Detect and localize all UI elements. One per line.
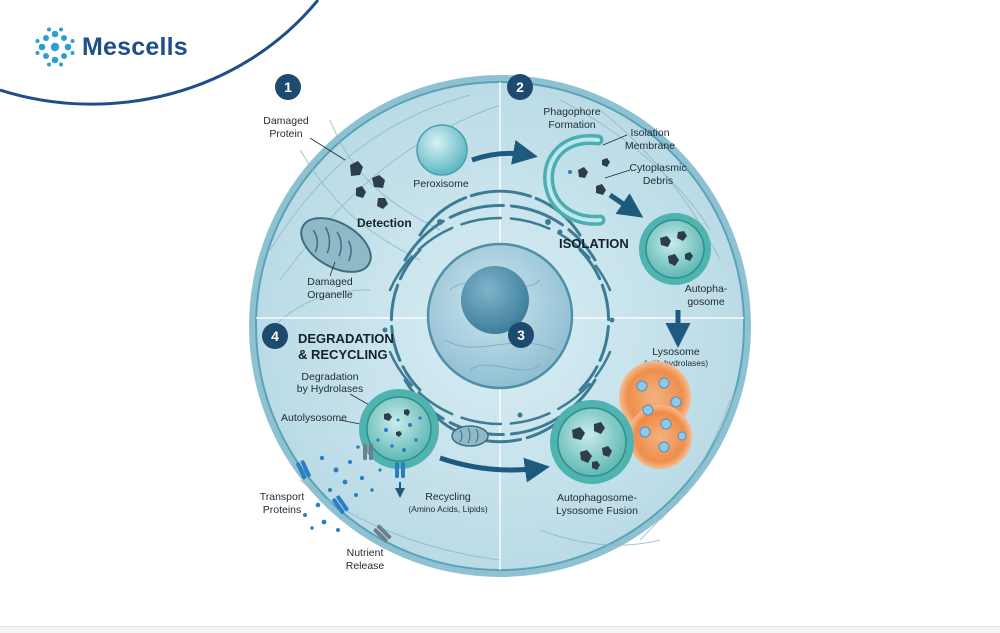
cell-cluster-icon: [35, 27, 75, 67]
label-recycling-note: (Amino Acids, Lipids): [408, 504, 488, 514]
step-badge-2: 2: [507, 74, 533, 100]
label-isolation-membrane-1: Isolation: [630, 127, 669, 139]
lysosome-glow: [619, 361, 692, 469]
autolysosome: [359, 389, 439, 469]
leader-line-damaged-protein: [309, 137, 346, 161]
damaged-mitochondrion: [300, 217, 372, 273]
label-phagophore-formation-2: Formation: [548, 119, 595, 131]
arrow-detection-to-isolation: [471, 140, 538, 165]
label-fusion-1: Autophagosome-: [557, 492, 637, 504]
step-badge-4: 4: [262, 323, 288, 349]
svg-text:3: 3: [517, 327, 525, 343]
leader-line-damaged-organelle: [329, 261, 336, 277]
label-autophagosome-2: gosome: [687, 296, 725, 308]
label-transport-proteins-1: Transport: [260, 491, 305, 503]
title-degradation-2: & RECYCLING: [298, 347, 388, 362]
leader-line-cytoplasmic-debris: [604, 169, 631, 179]
arrow-autolysosome-to-fusion: [439, 455, 550, 483]
transport-proteins: [296, 444, 405, 543]
title-degradation-1: DEGRADATION: [298, 331, 394, 346]
label-autophagosome-1: Autopha-: [685, 283, 728, 295]
nucleolus: [461, 266, 529, 334]
svg-text:2: 2: [516, 79, 524, 95]
label-damaged-organelle-2: Organelle: [307, 289, 353, 301]
ribosome-dots: [382, 219, 615, 418]
label-fusion-2: Lysosome Fusion: [556, 505, 638, 517]
arrow-phagophore-to-autophagosome: [608, 192, 644, 218]
label-lysosome: Lysosome: [652, 346, 700, 358]
label-lysosome-note: (with hydrolases): [644, 358, 708, 368]
leader-line-isolation-membrane: [602, 134, 628, 146]
mitochondrion-small: [451, 425, 489, 447]
label-phagophore-formation-1: Phagophore: [543, 106, 600, 118]
label-damaged-organelle-1: Damaged: [307, 276, 353, 288]
step-badge-1: 1: [275, 74, 301, 100]
label-cytoplasmic-debris-1: Cytoplasmic: [629, 162, 686, 174]
svg-text:1: 1: [284, 79, 292, 95]
label-peroxisome: Peroxisome: [413, 178, 469, 190]
cytoskeleton-fibers: [269, 94, 741, 561]
lysosome-hydrolases: [636, 377, 687, 453]
label-nutrient-release-2: Release: [346, 560, 385, 572]
cytoplasmic-debris: [578, 158, 610, 195]
title-isolation: ISOLATION: [559, 236, 629, 251]
label-nutrient-release-1: Nutrient: [347, 547, 384, 559]
nutrient-particles: [303, 445, 382, 532]
label-isolation-membrane-2: Membrane: [625, 140, 675, 152]
label-autolysosome: Autolysosome: [281, 412, 347, 424]
fusing-autophagosome: [550, 400, 634, 484]
label-cytoplasmic-debris-2: Debris: [643, 175, 673, 187]
label-damaged-protein-1: Damaged: [263, 115, 309, 127]
label-damaged-protein-2: Protein: [269, 128, 302, 140]
peroxisome: [416, 124, 468, 176]
autophagosome: [639, 213, 711, 285]
phagophore-membrane-highlight: [546, 137, 602, 223]
label-recycling: Recycling: [425, 491, 471, 503]
bottom-rule: [0, 626, 1000, 633]
label-degradation-hydrolases-1: Degradation: [301, 371, 358, 383]
title-detection: Detection: [357, 216, 412, 230]
debris-particle: [568, 170, 572, 174]
brand-logo: Mescells: [34, 26, 188, 68]
label-transport-proteins-2: Proteins: [263, 504, 302, 516]
brand-name: Mescells: [82, 32, 188, 61]
step-badge-3: 3: [508, 322, 534, 348]
svg-text:4: 4: [271, 328, 279, 344]
label-degradation-hydrolases-2: by Hydrolases: [297, 383, 364, 395]
damaged-protein-clusters: [350, 161, 388, 209]
leader-line-autolysosome: [339, 419, 361, 425]
